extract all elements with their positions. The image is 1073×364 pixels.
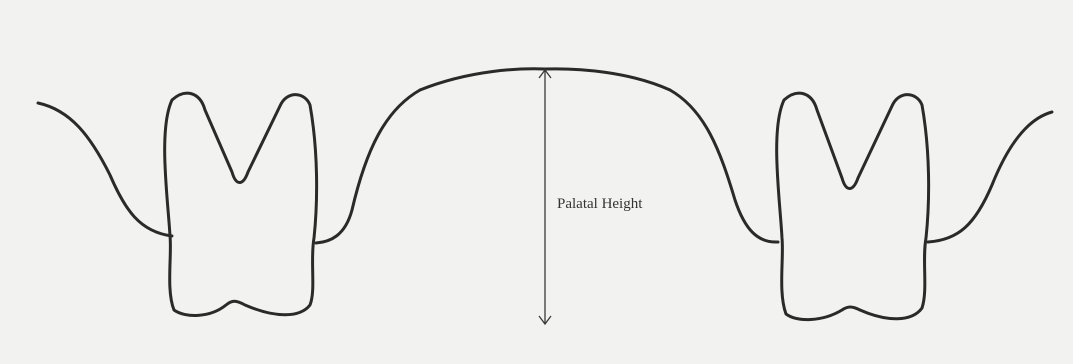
palatal-height-label: Palatal Height	[557, 196, 643, 212]
left-molar-outline	[163, 91, 319, 317]
right-molar-outline	[775, 91, 931, 321]
arrow-head-top	[538, 68, 552, 79]
right-gingiva-outline	[926, 110, 1054, 244]
left-gingiva-outline	[36, 101, 174, 238]
left-palate-slope	[314, 88, 422, 245]
arrow-head-bottom	[538, 315, 552, 326]
right-palate-slope	[668, 88, 780, 244]
palatal-height-arrow	[538, 68, 552, 326]
